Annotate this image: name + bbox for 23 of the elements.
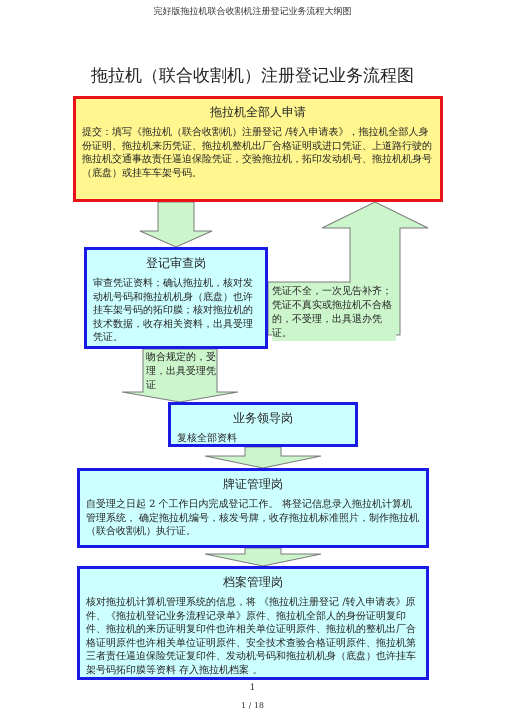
diagram-title: 拖拉机（联合收割机）注册登记业务流程图 — [90, 65, 415, 87]
block-arrow — [204, 548, 322, 567]
box-text: 提交：填写《拖拉机（联合收割机）注册登记 /转入申请表》，拖拉机全部人身份证明、拖拉机来历凭证、拖拉机整机出厂合格证明或进口凭证、上道路行驶的拖拉机交通事故责任逼迫保险凭证，交验拖拉机，拓印发动机号、拖拉机机身号（底盘）或挂车车架号码。 — [82, 126, 433, 180]
page-header: 完好版拖拉机联合收割机注册登记业务流程大纲图 — [152, 6, 352, 18]
edge-label: 凭证不全，一次见告补齐；凭证不真实或拖拉机不合格的，不受理，出具退办凭证。 — [272, 285, 396, 341]
page-number: 1 — [248, 683, 256, 693]
box-heading: 牌证管理岗 — [222, 476, 284, 493]
box-text: 复核全部资料 — [177, 432, 238, 446]
page-number: 1 / 18 — [240, 701, 266, 710]
box-heading: 拖拉机全部人申请 — [209, 104, 307, 121]
process-box — [168, 402, 358, 447]
box-heading: 档案管理岗 — [222, 574, 284, 591]
box-text: 审查凭证资料；确认拖拉机，核对发动机号码和拖拉机机身（底盘）也许挂车架号码的拓印膜；核对拖拉机的技术数据，收存相关资料，出具受理凭证。 — [93, 277, 254, 344]
process-box — [73, 96, 443, 202]
block-arrow — [140, 202, 212, 248]
process-box — [77, 566, 429, 680]
block-arrow — [204, 446, 322, 469]
box-heading: 登记审查岗 — [145, 255, 207, 272]
process-box — [77, 468, 429, 548]
box-text: 核对拖拉机计算机管理系统的信息，将 《拖拉机注册登记 /转入申请表》原件、《拖拉机登记业务流程记录单》原件、拖拉机全部人的身份证明复印件、拖拉机的来历证明复印件也许相关单位证明原件、拖拉机的整机出厂合格证明原件也许相关单位证明原件、安全技术查验合格证明原件、拖拉机第三者责任逼迫保险凭证复印件、发动机号码和拖拉机机身（底盘）也许挂车架号码拓印膜等资料 存入拖拉机档案 。 — [86, 596, 417, 677]
box-heading: 业务领导岗 — [232, 410, 294, 427]
process-box — [84, 247, 268, 349]
box-text: 自受理之日起 2 个工作日内完成登记工作。 将登记信息录入拖拉机计算机管理系统， 确定拖拉机编号，核发号牌，收存拖拉机标准照片，制作拖拉机（联合收割机）执行证。 — [86, 498, 420, 538]
